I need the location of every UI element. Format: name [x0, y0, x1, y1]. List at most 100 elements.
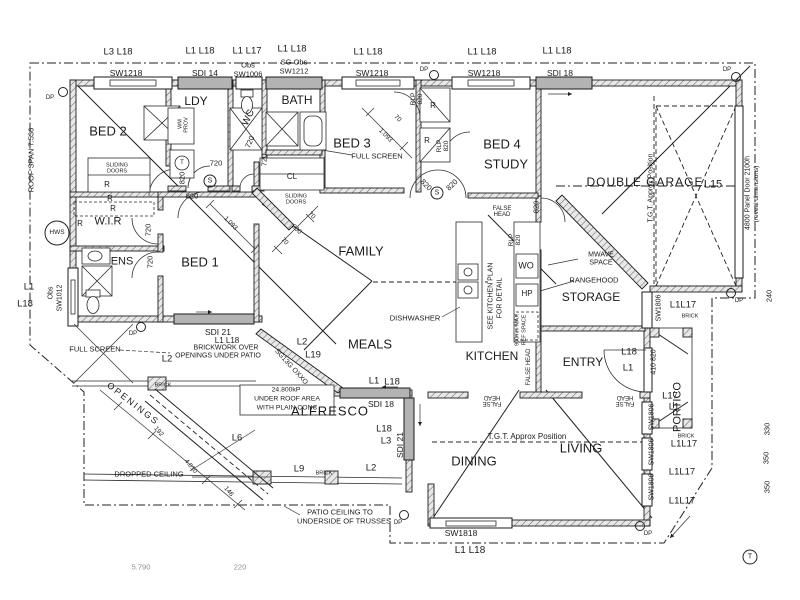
- dim: 330: [762, 422, 772, 436]
- kitchen-bench: [513, 221, 541, 343]
- laundry-wm: [167, 107, 195, 145]
- note-tub: T: [180, 160, 184, 166]
- note-roof-area: UNDER ROOF AREA: [254, 395, 320, 403]
- door-entry: 410 820: [650, 349, 658, 375]
- win-sw1218-c: SW1218: [467, 67, 501, 78]
- dim: 70: [392, 113, 403, 124]
- dim: 350: [761, 451, 771, 465]
- note-false-head: FALSE: [482, 400, 502, 406]
- garage-panel-door-note: (reveal dimensions): [752, 165, 760, 223]
- patio-structure: [72, 323, 403, 511]
- room-bath: BATH: [281, 93, 313, 107]
- lintel: L1 L18: [542, 45, 572, 57]
- room-entry: ENTRY: [562, 355, 604, 369]
- room-double-garage: DOUBLE GARAGE: [586, 175, 704, 189]
- dim: 930: [290, 223, 303, 236]
- note-robe-r: R: [107, 194, 113, 203]
- win-sdi14: SDI 14: [192, 67, 218, 78]
- note-closet: SLIDING: [284, 193, 308, 200]
- win-sw1806-d: SW1806: [648, 473, 656, 501]
- dim: 220: [233, 562, 247, 572]
- win-sw1806-b: SW1806: [648, 403, 656, 431]
- note-false-head: HEAD: [493, 212, 511, 218]
- laundry-tub: [169, 149, 195, 179]
- note-mwave: SPACE: [589, 259, 613, 267]
- note-tgt: T.G.T. Approx Position: [487, 432, 567, 441]
- room-ldy: LDY: [184, 94, 208, 108]
- dim: 5.790: [131, 562, 151, 572]
- lintel: L1 L18: [277, 43, 307, 55]
- room-bed4: BED 4: [483, 136, 521, 152]
- lintel: L9: [293, 463, 305, 475]
- door-720-bath: 720: [259, 153, 269, 167]
- win-sw1212: SW1212: [279, 66, 309, 76]
- dim: 1.093: [377, 127, 394, 144]
- door-720-ens: 720: [145, 255, 155, 269]
- smoke-alarm-icon: [430, 186, 444, 200]
- lintel: L15: [703, 178, 723, 191]
- door-rlp-bed3-820: 820: [416, 93, 424, 105]
- note-rangehood: RANGEHOOD: [569, 275, 619, 285]
- lintel: L1L17: [668, 495, 696, 507]
- garage-panel-door: 4800 Panel Door 2100h: [744, 156, 752, 230]
- hws-label: HWS: [49, 228, 65, 236]
- door-720-ldy: 720: [209, 158, 223, 168]
- downpipe-icon: [399, 510, 409, 520]
- note-closet: DOORS: [285, 199, 307, 206]
- note-hotplate: HP: [521, 289, 533, 298]
- note-fridge: REF SPACE: [521, 314, 528, 346]
- door-720-wc: 720: [243, 134, 257, 150]
- note: UNDERSIDE OF TRUSSES: [296, 516, 392, 526]
- lintel: L1: [622, 362, 634, 374]
- lintel: L1 L18: [214, 336, 240, 345]
- win-sw1006: SW1006: [233, 69, 263, 79]
- portico-structure: [649, 327, 693, 429]
- dp-label: DP: [45, 95, 55, 101]
- roof-area-note-box: [239, 384, 335, 416]
- dp-label: DP: [419, 67, 429, 73]
- downpipe-icon: [429, 70, 439, 80]
- note-openings: OPENINGS: [105, 380, 162, 428]
- t-symbol-label: T: [747, 553, 753, 561]
- note-wm: PROV: [183, 117, 190, 133]
- win-sw1218-b: SW1218: [355, 67, 389, 78]
- note: OPENINGS UNDER PATIO: [175, 352, 261, 360]
- lintel: L1 L17: [232, 45, 262, 57]
- win-sw1006-obs: Obs: [241, 60, 255, 70]
- note: DROPPED CEILING: [114, 469, 184, 479]
- lintel: L1 L18: [467, 46, 497, 58]
- note-full-screen: FULL SCREEN: [351, 151, 403, 161]
- note-false-head: FALSE HEAD: [526, 348, 532, 386]
- leader-lines: [119, 149, 579, 516]
- dim-roof-span: ROOF SPAN 7.536: [26, 127, 36, 193]
- lintel: L18: [376, 423, 392, 435]
- lintel: L3 L18: [103, 46, 133, 58]
- dim: 146: [222, 485, 235, 498]
- arrows: [196, 91, 691, 539]
- downpipe-icon: [726, 288, 736, 298]
- note-robe: DOORS: [106, 168, 128, 175]
- door-820-garage: 820: [531, 200, 541, 214]
- dp-label: DP: [128, 331, 138, 337]
- note-brick: BRICK: [315, 470, 333, 477]
- door-rlp-bed4-820: 820: [442, 140, 450, 152]
- room-bed1: BED 1: [181, 254, 219, 270]
- dim: 70: [306, 210, 317, 221]
- t-symbol-icon: [742, 549, 758, 565]
- note-fridge: 900mm MAX: [514, 314, 521, 346]
- fixtures: [73, 87, 541, 343]
- note-kitchen: FOR DETAIL: [496, 277, 504, 319]
- wc-toilet: [240, 89, 254, 114]
- note-dishwasher: DISHWASHER: [389, 313, 441, 323]
- lintel: L1: [368, 375, 380, 387]
- note-false-head: HEAD: [483, 394, 501, 400]
- lintel: L1 L18: [454, 545, 486, 556]
- win-sw1806-c: SW1806: [648, 438, 656, 466]
- downpipe-icon: [58, 87, 68, 97]
- lintel: L3: [380, 435, 392, 447]
- dp-label: DP: [734, 298, 744, 304]
- smoke-alarm-label: S: [434, 189, 440, 197]
